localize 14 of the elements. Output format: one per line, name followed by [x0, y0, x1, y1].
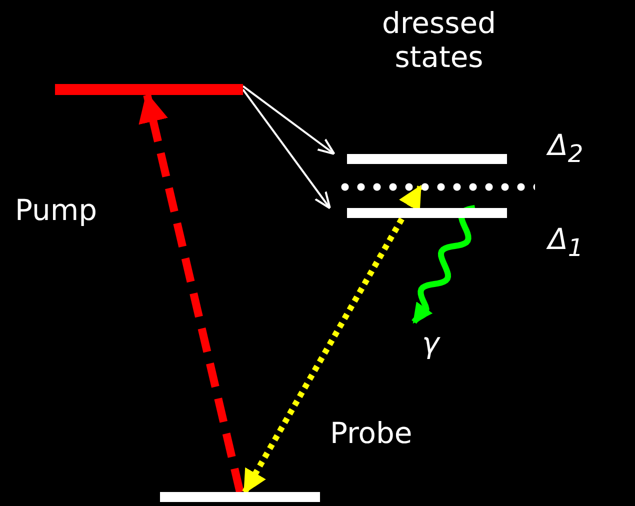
energy-level-bar: [347, 154, 507, 164]
arrow: [242, 85, 336, 155]
wavy-arrow: [412, 205, 476, 324]
edge-label: Probe: [330, 416, 412, 450]
splitting-label: Δ$_{1}$: [548, 222, 584, 264]
edge-label: γ: [422, 326, 440, 360]
arrow: [242, 184, 423, 494]
edge-label: Pump: [15, 193, 98, 227]
splitting-label: Δ$_{2}$: [548, 128, 584, 170]
energy-level-bar: [55, 84, 243, 95]
energy-level-bar: [347, 208, 507, 218]
energy-level-bar: [160, 492, 320, 502]
arrow: [242, 88, 331, 210]
dressed-states-heading: dressed states: [380, 6, 497, 74]
